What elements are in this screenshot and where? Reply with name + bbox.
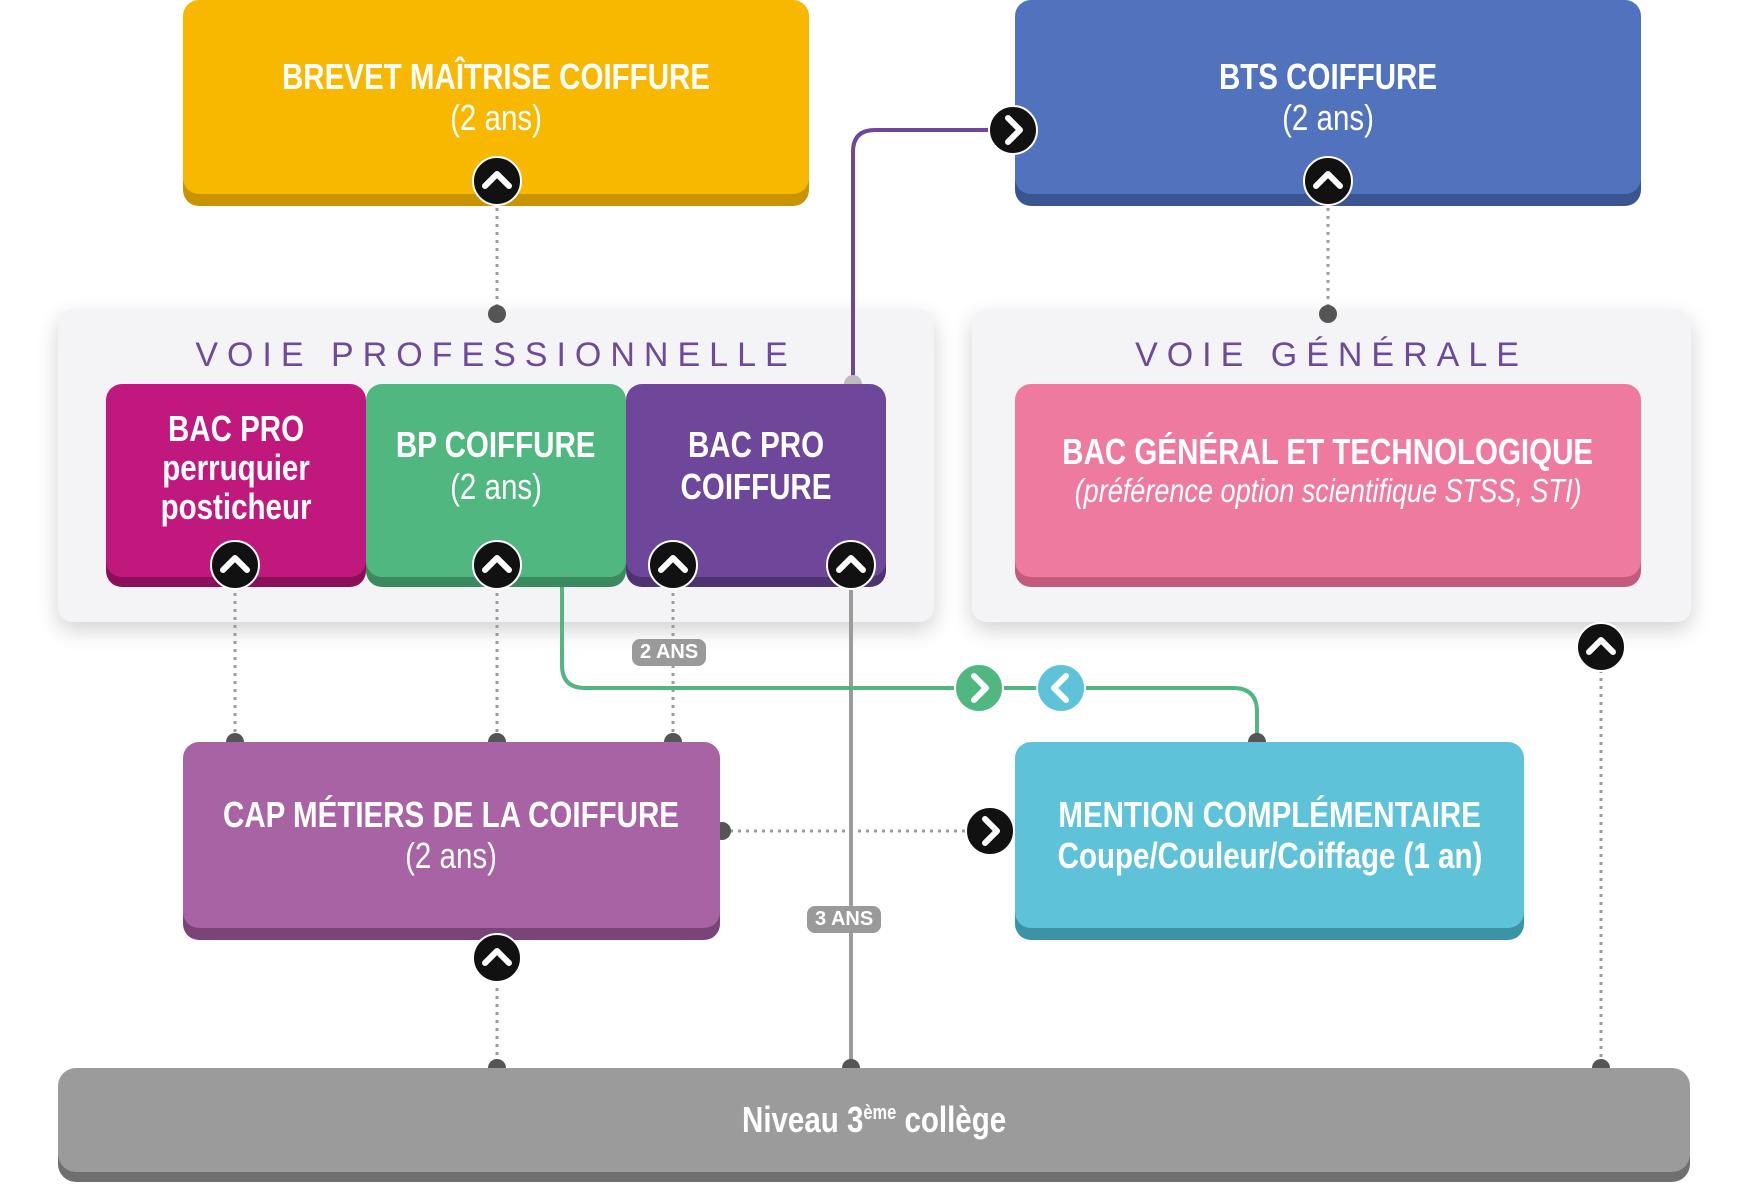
bac-general-subtitle: (préférence option scientifique STSS, ST… bbox=[1074, 472, 1582, 510]
chevron-up-icon bbox=[472, 540, 522, 590]
chevron-left-icon bbox=[1036, 663, 1086, 713]
bac-pro-coiffure-line1: BAC PRO bbox=[687, 424, 825, 466]
chevron-up-icon bbox=[210, 540, 260, 590]
brevet-duration: (2 ans) bbox=[450, 97, 542, 138]
chevron-up-icon bbox=[472, 156, 522, 206]
bac-general-box: BAC GÉNÉRAL ET TECHNOLOGIQUE (préférence… bbox=[1015, 384, 1641, 577]
cap-metiers-box: CAP MÉTIERS DE LA COIFFURE (2 ans) bbox=[183, 742, 720, 928]
brevet-title: BREVET MAÎTRISE COIFFURE bbox=[281, 55, 711, 97]
chevron-up-icon bbox=[826, 540, 876, 590]
cap-title: CAP MÉTIERS DE LA COIFFURE bbox=[223, 793, 680, 835]
voie-professionnelle-title: VOIE PROFESSIONNELLE bbox=[195, 336, 797, 374]
mention-subtitle: Coupe/Couleur/Coiffage (1 an) bbox=[1057, 835, 1482, 876]
chevron-right-icon bbox=[988, 105, 1038, 155]
niveau-label: Niveau 3ème collège bbox=[741, 1099, 1007, 1141]
bp-coiffure-duration: (2 ans) bbox=[450, 465, 542, 507]
tag-3-ans: 3 ANS bbox=[807, 906, 882, 933]
chevron-right-icon bbox=[965, 806, 1015, 856]
bp-coiffure-title: BP COIFFURE bbox=[396, 424, 596, 466]
chevron-right-icon bbox=[954, 663, 1004, 713]
niveau-college-box: Niveau 3ème collège bbox=[58, 1068, 1690, 1172]
cap-duration: (2 ans) bbox=[405, 835, 498, 876]
chevron-up-icon bbox=[648, 540, 698, 590]
bac-general-title: BAC GÉNÉRAL ET TECHNOLOGIQUE bbox=[1062, 430, 1594, 472]
bac-pro-perruquier-line3: posticheur bbox=[160, 485, 312, 527]
voie-generale-title: VOIE GÉNÉRALE bbox=[1135, 336, 1528, 374]
niveau-sup: ème bbox=[863, 1102, 897, 1125]
bac-pro-perruquier-line2: perruquier bbox=[162, 446, 310, 488]
tag-2-ans: 2 ANS bbox=[632, 639, 707, 666]
mention-title: MENTION COMPLÉMENTAIRE bbox=[1058, 793, 1481, 835]
mention-complementaire-box: MENTION COMPLÉMENTAIRE Coupe/Couleur/Coi… bbox=[1015, 742, 1524, 928]
bac-pro-perruquier-line1: BAC PRO bbox=[167, 408, 305, 449]
link-bp-mention bbox=[560, 578, 1259, 742]
bac-pro-coiffure-line2: COIFFURE bbox=[680, 465, 832, 507]
chevron-up-icon bbox=[1303, 156, 1353, 206]
bts-duration: (2 ans) bbox=[1282, 97, 1374, 138]
chevron-up-icon bbox=[1576, 622, 1626, 672]
bts-title: BTS COIFFURE bbox=[1218, 55, 1438, 97]
link-bacpro-bts bbox=[851, 128, 1015, 384]
chevron-up-icon bbox=[472, 933, 522, 983]
